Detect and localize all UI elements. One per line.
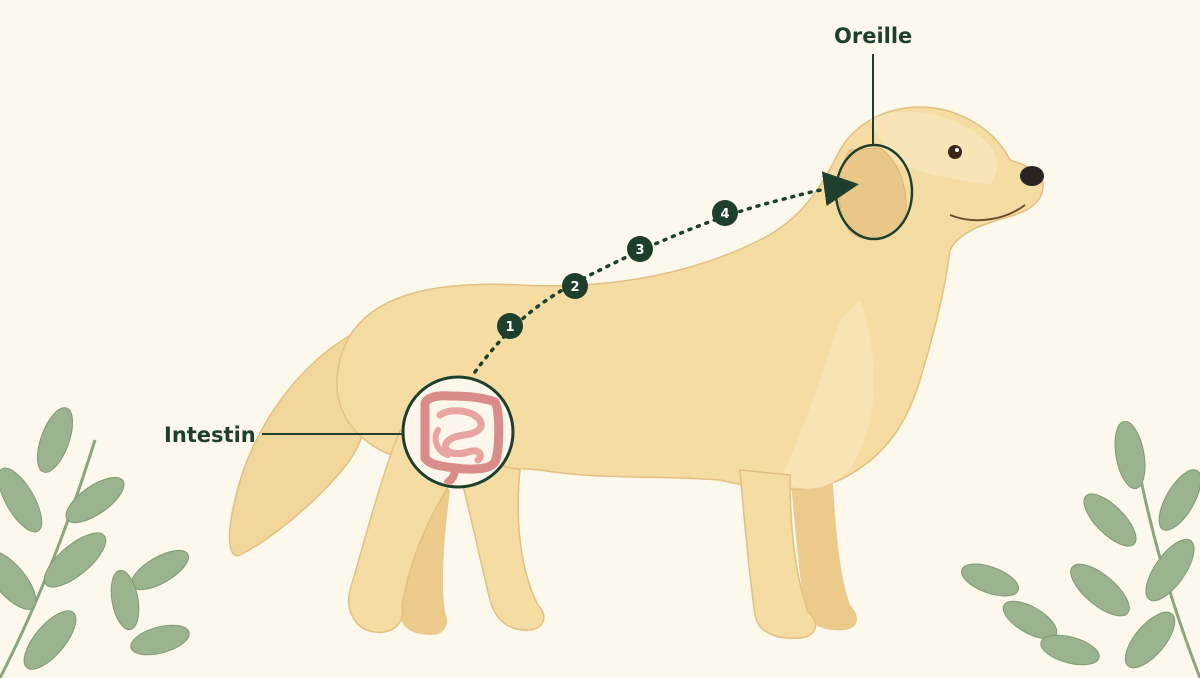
intestine-label: Intestin	[164, 423, 256, 447]
svg-text:2: 2	[570, 280, 579, 295]
leaf-branch-left-icon	[0, 407, 190, 678]
intestine-zoom-circle	[401, 375, 515, 489]
migration-path-arrow	[473, 171, 859, 374]
dog-nose-icon	[1020, 166, 1044, 186]
step-marker-2: 2	[562, 273, 588, 299]
dog-illustration	[228, 106, 1044, 640]
dog-eye-icon	[948, 145, 962, 159]
ear-label: Oreille	[834, 24, 913, 48]
svg-text:1: 1	[505, 320, 514, 335]
step-marker-1: 1	[497, 313, 523, 339]
leaf-branch-right-icon	[960, 420, 1200, 678]
step-marker-4: 4	[712, 200, 738, 226]
step-marker-3: 3	[627, 236, 653, 262]
svg-text:3: 3	[635, 243, 644, 258]
intestine-illustration-icon	[420, 391, 504, 485]
svg-text:4: 4	[720, 207, 729, 222]
